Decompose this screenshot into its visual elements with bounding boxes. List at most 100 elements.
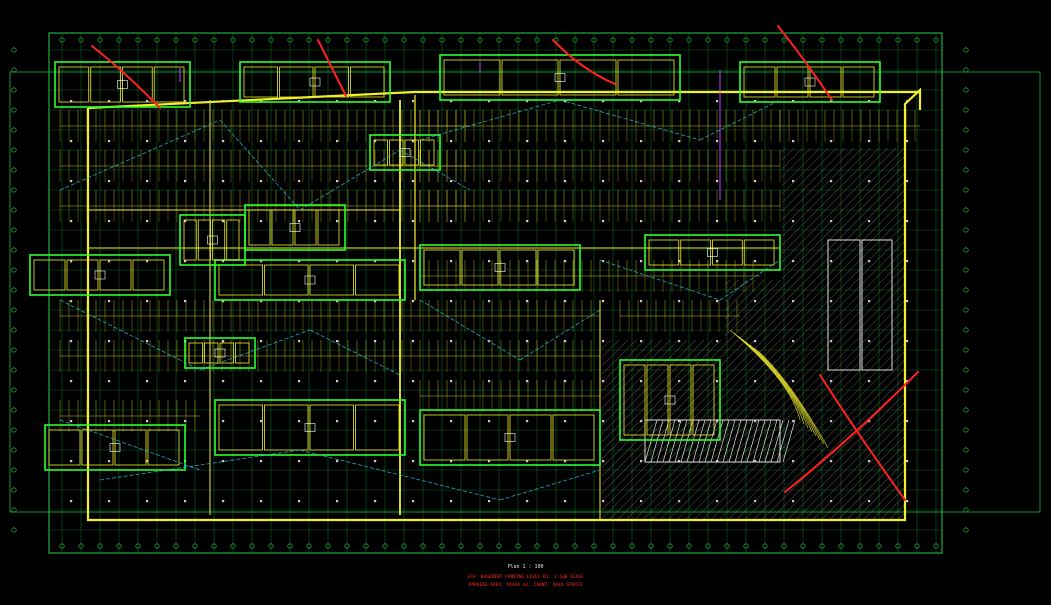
core-room — [218, 404, 263, 451]
axis-bubble — [963, 287, 969, 293]
axis-bubble — [306, 543, 312, 549]
structural-column — [336, 420, 339, 423]
structural-column — [564, 180, 567, 183]
axis-bubble — [800, 37, 806, 43]
structural-column — [70, 220, 73, 223]
structural-column — [754, 180, 757, 183]
ramp-hatch — [764, 419, 778, 463]
accent-line — [179, 62, 721, 200]
core-room — [132, 259, 165, 291]
axis-bubble — [933, 37, 939, 43]
core-room — [197, 219, 211, 261]
structural-column — [146, 260, 149, 263]
structural-column — [222, 460, 225, 463]
structural-column — [640, 220, 643, 223]
structural-column — [526, 500, 529, 503]
structural-column — [716, 180, 719, 183]
core-room — [212, 219, 226, 261]
core-room — [279, 66, 314, 98]
axis-bubble — [344, 543, 350, 549]
core-room — [648, 239, 680, 266]
ramp-hatch — [716, 419, 730, 463]
structural-column — [146, 100, 149, 103]
structural-column — [640, 100, 643, 103]
structural-column — [906, 140, 909, 143]
ramp-hatch — [752, 419, 766, 463]
drive-route — [699, 99, 781, 141]
drive-route — [299, 449, 501, 501]
structural-column — [564, 500, 567, 503]
axis-bubble — [11, 467, 17, 473]
axis-bubble — [800, 543, 806, 549]
structural-column — [108, 180, 111, 183]
axis-bubble — [192, 543, 198, 549]
core-room — [559, 59, 617, 96]
structural-column — [412, 420, 415, 423]
core-room — [389, 139, 404, 166]
structural-column — [184, 300, 187, 303]
axis-bubble — [135, 543, 141, 549]
structural-column — [526, 420, 529, 423]
core-room — [743, 239, 775, 266]
structural-column — [640, 140, 643, 143]
axis-bubble — [116, 37, 122, 43]
drive-route — [599, 259, 721, 301]
core-room — [58, 66, 90, 103]
structural-column — [108, 500, 111, 503]
axis-bubble — [11, 447, 17, 453]
drive-route — [519, 309, 601, 361]
core-room — [309, 404, 354, 451]
axis-bubble — [11, 407, 17, 413]
residential-core — [419, 244, 581, 291]
structural-column — [488, 180, 491, 183]
structural-column — [678, 140, 681, 143]
structural-column — [222, 220, 225, 223]
core-room — [623, 364, 646, 436]
axis-bubble — [306, 37, 312, 43]
structural-column — [260, 180, 263, 183]
structural-column — [564, 220, 567, 223]
structural-column — [298, 460, 301, 463]
structural-column — [412, 380, 415, 383]
ramp-lane — [827, 239, 861, 371]
structural-column — [336, 220, 339, 223]
core-room — [309, 264, 354, 296]
stair-core — [804, 77, 816, 87]
structural-column — [450, 100, 453, 103]
axis-bubble — [963, 247, 969, 253]
parking-layout — [59, 100, 920, 503]
ramp-arc — [741, 338, 813, 433]
structural-column — [298, 420, 301, 423]
axis-bubble — [963, 307, 969, 313]
axis-bubble — [648, 543, 654, 549]
redline-markup — [91, 25, 919, 501]
stair-core — [309, 77, 321, 87]
structural-column — [298, 220, 301, 223]
axis-bubble — [477, 37, 483, 43]
ramp-hatch — [734, 419, 748, 463]
structural-column — [184, 380, 187, 383]
axis-bubble — [705, 543, 711, 549]
axis-bubble — [838, 543, 844, 549]
structural-column — [222, 140, 225, 143]
structural-column — [450, 380, 453, 383]
drawing-note-1: GFA: BASEMENT PARKING LEVEL B1, 1:100 SC… — [467, 575, 584, 580]
structural-column — [526, 100, 529, 103]
axis-bubble — [963, 527, 969, 533]
core-room — [499, 249, 537, 286]
axis-bubble — [963, 147, 969, 153]
ramp-hatch — [662, 419, 676, 463]
axis-bubble — [249, 37, 255, 43]
axis-bubble — [325, 37, 331, 43]
axis-bubble — [116, 543, 122, 549]
structural-column — [222, 340, 225, 343]
residential-core — [369, 134, 441, 171]
ramp-hatch — [722, 419, 736, 463]
ramp-arc — [737, 335, 809, 429]
axis-bubble — [876, 37, 882, 43]
structural-column — [260, 260, 263, 263]
structural-column — [222, 500, 225, 503]
structural-column — [184, 180, 187, 183]
residential-core — [214, 399, 406, 456]
slash-mark — [91, 45, 161, 109]
